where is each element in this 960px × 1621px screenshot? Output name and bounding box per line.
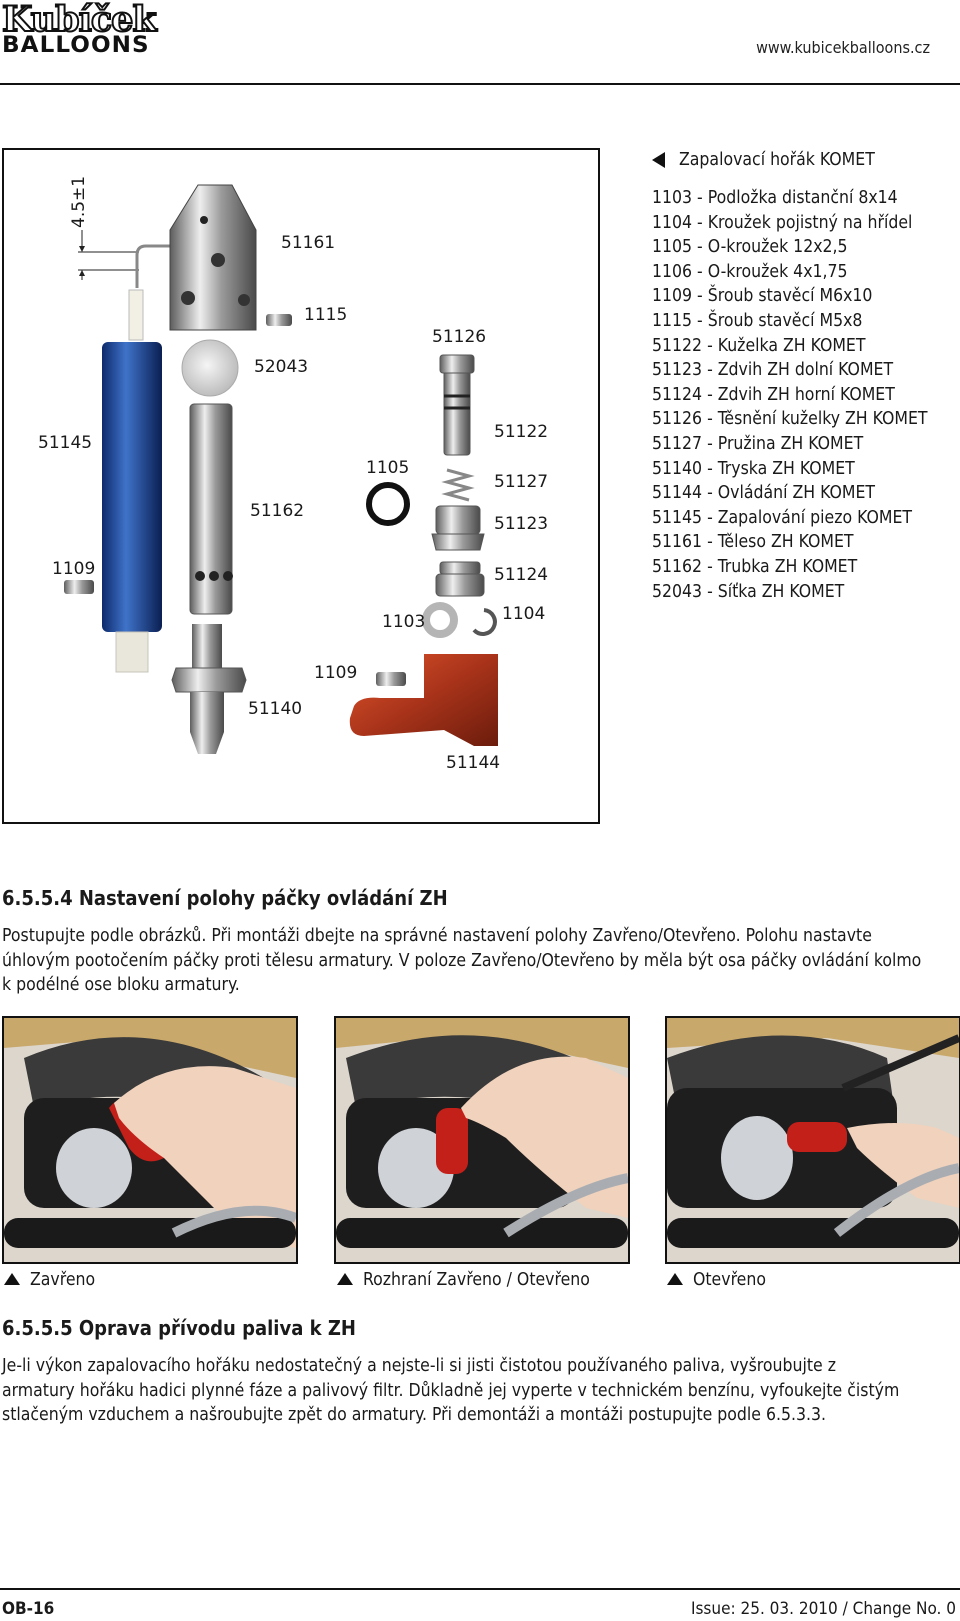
photo-closed	[2, 1016, 298, 1264]
parts-list-item: 51122 - Kuželka ZH KOMET	[652, 335, 866, 356]
triangle-up-icon	[337, 1272, 353, 1285]
label-51122: 51122	[494, 422, 548, 442]
parts-list-item: 51126 - Těsnění kuželky ZH KOMET	[652, 409, 928, 430]
parts-list-item: 1115 - Šroub stavěcí M5x8	[652, 310, 863, 331]
caption-closed-text: Zavřeno	[30, 1270, 96, 1290]
caption-open: Otevřeno	[667, 1270, 766, 1290]
photo-transition	[334, 1016, 630, 1264]
set-screw-1109-lower	[376, 672, 406, 686]
burner-head-51161	[169, 184, 257, 331]
label-51161: 51161	[281, 233, 335, 253]
kubicek-balloons-logo: Kubíček BALLOONS	[0, 0, 190, 58]
section-heading-lever-position: 6.5.5.4 Nastavení polohy páčky ovládání …	[2, 886, 448, 910]
parts-list-item: 51124 - Zdvih ZH horní KOMET	[652, 384, 895, 405]
label-1103: 1103	[382, 612, 425, 632]
paragraph-line: úhlovým pootočením páčky proti tělesu ar…	[2, 950, 922, 971]
label-51124: 51124	[494, 565, 548, 585]
label-51162: 51162	[250, 501, 304, 521]
label-51127: 51127	[494, 472, 548, 492]
label-1104: 1104	[502, 604, 545, 624]
triangle-up-icon	[4, 1272, 20, 1285]
section-paragraph-fuel-supply: Je-li výkon zapalovacího hořáku nedostat…	[2, 1354, 899, 1428]
header-rule	[0, 83, 960, 85]
parts-list-item: 51140 - Tryska ZH KOMET	[652, 458, 855, 479]
dimension-marker	[78, 230, 139, 280]
parts-list-item: 51127 - Pružina ZH KOMET	[652, 433, 864, 454]
issue-info: Issue: 25. 03. 2010 / Change No. 0	[690, 1599, 956, 1619]
o-ring-1105	[366, 482, 410, 526]
parts-list-item: 51123 - Zdvih ZH dolní KOMET	[652, 360, 894, 381]
label-51144: 51144	[446, 753, 500, 773]
dimension-label: 4.5±1	[69, 176, 89, 228]
nozzle-51140	[171, 624, 247, 754]
electrode-insulator	[128, 289, 144, 341]
parts-caption-text: Zapalovací hořák KOMET	[679, 150, 875, 170]
circlip-1104	[472, 608, 497, 636]
parts-list-item: 51162 - Trubka ZH KOMET	[652, 556, 858, 577]
parts-list-item: 1103 - Podložka distanční 8x14	[652, 188, 898, 208]
label-1115: 1115	[304, 305, 347, 325]
label-1109-left: 1109	[52, 559, 95, 579]
paragraph-line: Postupujte podle obrázků. Při montáži db…	[2, 926, 872, 946]
triangle-up-icon	[667, 1272, 683, 1285]
caption-open-text: Otevřeno	[693, 1270, 766, 1290]
section-paragraph-lever-position: Postupujte podle obrázků. Při montáži db…	[2, 924, 921, 998]
label-1105: 1105	[366, 458, 409, 478]
electrode-wire	[135, 244, 182, 288]
upper-lift-51124	[435, 561, 485, 597]
paragraph-line: armatury hořáku hadici plynné fáze a pal…	[2, 1380, 900, 1401]
parts-list-item: 1109 - Šroub stavěcí M6x10	[652, 286, 873, 307]
washer-1103	[422, 602, 458, 638]
caption-transition-text: Rozhraní Zavřeno / Otevřeno	[363, 1270, 590, 1290]
page-number: OB-16	[2, 1599, 55, 1619]
logo-subtitle: BALLOONS	[2, 33, 150, 58]
parts-list-item: 1104 - Kroužek pojistný na hřídel	[652, 212, 913, 233]
parts-list-item: 1105 - O-kroužek 12x2,5	[652, 237, 848, 258]
exploded-view-drawing: 4.5±1	[38, 176, 548, 773]
mesh-screen-52043	[181, 339, 239, 397]
triangle-left-icon	[652, 152, 665, 168]
valve-cone-51122	[439, 354, 475, 456]
piezo-igniter-51145	[102, 342, 162, 632]
set-screw-1109-left	[64, 580, 94, 594]
parts-list: 1103 - Podložka distanční 8x14 1104 - Kr…	[652, 186, 928, 604]
set-screw-1115	[266, 314, 292, 326]
spring-51127	[441, 468, 475, 502]
section-heading-fuel-supply: 6.5.5.5 Oprava přívodu paliva k ZH	[2, 1316, 356, 1340]
label-51140: 51140	[248, 699, 302, 719]
paragraph-line: stlačeným vzduchem a našroubujte zpět do…	[2, 1405, 827, 1425]
paragraph-line: Je-li výkon zapalovacího hořáku nedostat…	[2, 1356, 836, 1376]
label-1109-lower: 1109	[314, 663, 357, 683]
photo-open	[665, 1016, 960, 1264]
parts-list-item: 51145 - Zapalování piezo KOMET	[652, 507, 913, 528]
parts-figure: 4.5±1	[2, 148, 600, 824]
caption-closed: Zavřeno	[4, 1270, 95, 1290]
footer-rule	[0, 1588, 960, 1590]
label-51145: 51145	[38, 433, 92, 453]
caption-transition: Rozhraní Zavřeno / Otevřeno	[337, 1270, 590, 1290]
label-51126: 51126	[432, 327, 486, 347]
label-52043: 52043	[254, 357, 308, 377]
lower-lift-51123	[431, 505, 485, 551]
paragraph-line: k podélné ose bloku armatury.	[2, 975, 240, 995]
piezo-cap	[115, 631, 149, 673]
parts-list-item: 52043 - Síťka ZH KOMET	[652, 581, 845, 602]
logo-wordmark: Kubíček	[1, 0, 158, 40]
parts-list-item: 1106 - O-kroužek 4x1,75	[652, 261, 848, 282]
website-url[interactable]: www.kubicekballoons.cz	[756, 38, 930, 57]
label-51123: 51123	[494, 514, 548, 534]
control-lever-51144	[349, 654, 498, 746]
burner-tube-51162	[189, 403, 233, 615]
parts-caption: Zapalovací hořák KOMET	[652, 150, 875, 170]
parts-list-item: 51161 - Těleso ZH KOMET	[652, 532, 854, 553]
parts-list-item: 51144 - Ovládání ZH KOMET	[652, 483, 876, 504]
